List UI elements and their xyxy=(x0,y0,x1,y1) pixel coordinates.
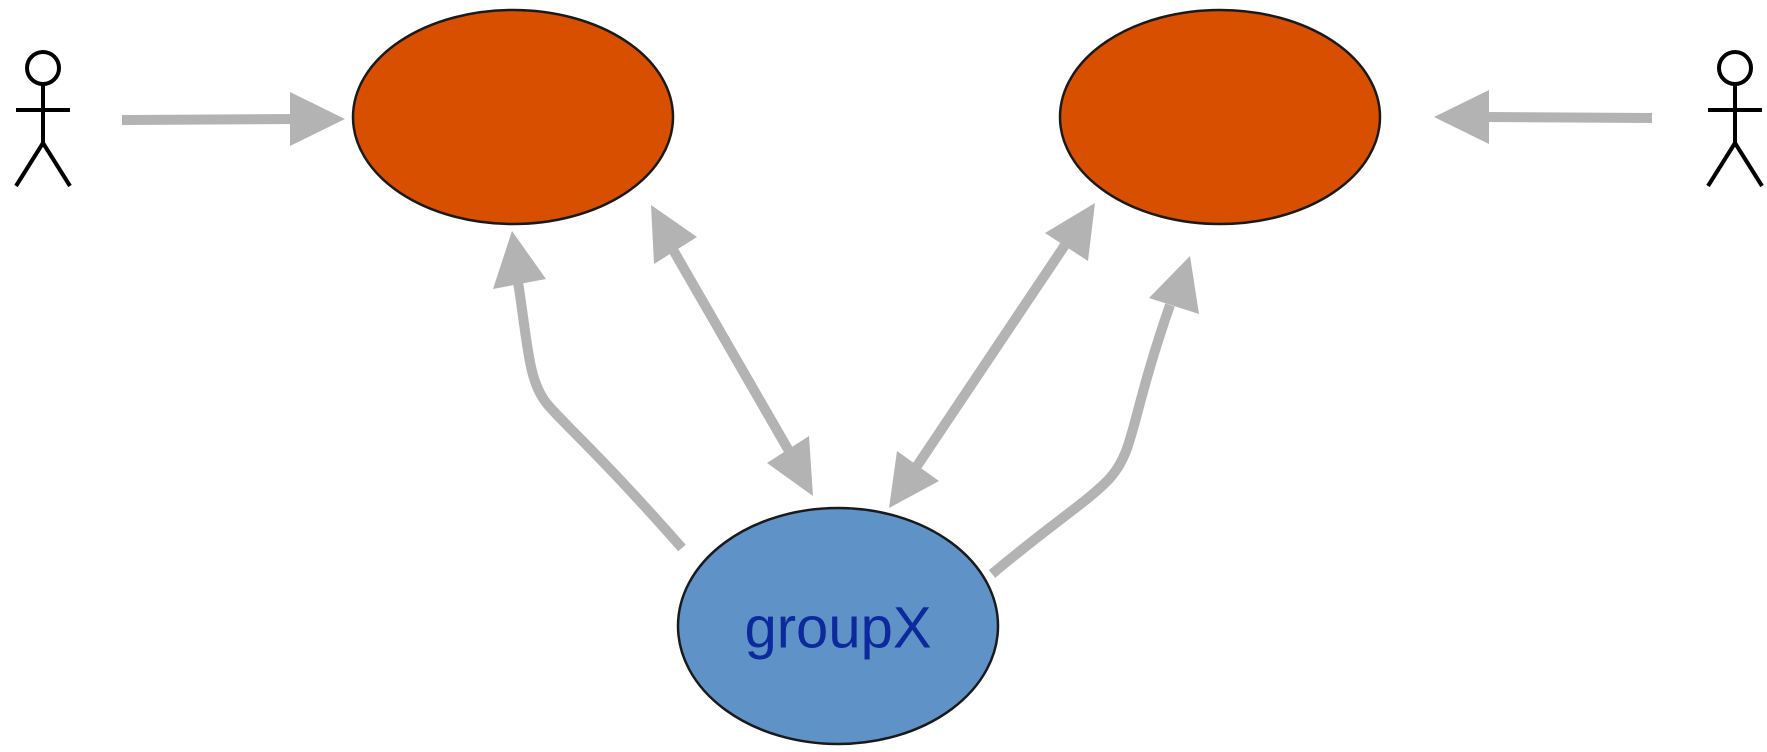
edge-group-to-left-node-curved xyxy=(493,231,686,552)
edge-group-left-node-bidirectional xyxy=(651,205,813,496)
node-groupx-label: groupX xyxy=(744,596,931,661)
node-left-top-shape xyxy=(351,8,675,226)
node-right-top[interactable] xyxy=(1058,8,1382,226)
edge-group-right-node-bidirectional xyxy=(889,203,1095,508)
stick-figure-icon xyxy=(14,50,72,188)
node-right-top-shape xyxy=(1058,8,1382,226)
edge-group-to-right-node-curved xyxy=(988,256,1199,578)
node-left-top[interactable] xyxy=(351,8,675,226)
edge-right-actor-to-right-node xyxy=(1434,90,1653,144)
node-groupx[interactable]: groupX xyxy=(676,506,1000,746)
actor-left xyxy=(14,50,72,188)
stick-figure-icon xyxy=(1706,50,1764,188)
actor-right xyxy=(1706,50,1764,188)
edge-left-actor-to-left-node xyxy=(121,92,345,146)
node-groupx-shape xyxy=(676,506,1000,746)
